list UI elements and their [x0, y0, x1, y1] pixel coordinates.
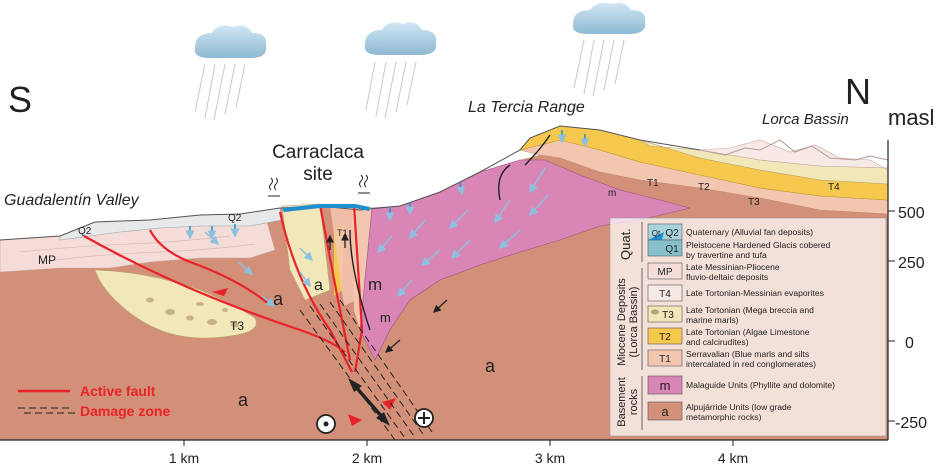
- bassin-label: Lorca Bassin: [762, 111, 849, 128]
- legend-code-t4: T4: [659, 289, 671, 300]
- fault-legend-damage: Damage zone: [80, 403, 170, 419]
- legend-desc-t2-a: Late Tortonian (Algae Limestone: [686, 327, 810, 337]
- south-label: S: [8, 79, 32, 120]
- distance-tick-1km: 1 km: [169, 450, 199, 465]
- distance-tick-4km: 4 km: [718, 450, 748, 465]
- legend-code-a: a: [661, 404, 669, 419]
- legend-code-q1: Q1: [665, 244, 679, 255]
- elevation-axis: masl 500 250 0 -250: [887, 105, 934, 440]
- thermal-spring-icon: [268, 177, 280, 197]
- legend-sub-qt: Qt: [652, 229, 661, 238]
- unit-label-mp: MP: [38, 253, 56, 267]
- legend-desc-t1-b: intercalated in red conglomerates): [686, 359, 816, 369]
- unit-label-m-mid: m: [380, 310, 391, 325]
- legend-group-basement-2: rocks: [628, 388, 640, 415]
- legend-desc-q1-a: Pleistocene Hardened Glacis cobered: [686, 240, 830, 250]
- unit-label-a-upper: a: [273, 289, 284, 309]
- unit-label-a-inner: a: [314, 277, 323, 294]
- fault-slip-arrow: [348, 378, 390, 426]
- legend-swatch-m: [647, 375, 683, 395]
- unit-label-t3: T3: [230, 319, 244, 333]
- legend-group-miocene-1: Miocene Deposits: [616, 278, 628, 366]
- legend-desc-m: Malaguide Units (Phyllite and dolomite): [686, 380, 835, 390]
- legend-code-m: m: [660, 378, 671, 393]
- fault-legend: Active fault Damage zone: [18, 383, 170, 419]
- legend-group-miocene-2: (Lorca Bassin): [628, 287, 640, 358]
- travertine-q1: [282, 204, 370, 212]
- legend-code-t2: T2: [659, 332, 671, 343]
- unit-label-t2: T2: [698, 182, 710, 193]
- legend-desc-t4: Late Tortonian-Messinian evaporites: [686, 288, 824, 298]
- unit-t4-north: [699, 139, 889, 171]
- legend-swatch-a: [647, 401, 683, 421]
- legend-desc-a-a: Alpujárride Units (low grade: [686, 402, 792, 412]
- range-label: La Tercia Range: [468, 99, 585, 116]
- legend-desc-t3-b: marine marls): [686, 315, 739, 325]
- unit-label-a-mid: a: [485, 356, 496, 376]
- elevation-unit: masl: [888, 105, 934, 130]
- legend-swatch-mp: [647, 262, 683, 280]
- legend-swatch-q1: [647, 239, 683, 257]
- rain-cloud-icon: [194, 25, 267, 121]
- legend-desc-q2: Quaternary (Alluvial fan deposits): [686, 227, 813, 237]
- elevation-tick-500: 500: [898, 205, 925, 222]
- unit-label-q2-left: Q2: [78, 226, 92, 237]
- legend-group-basement-1: Basement: [616, 377, 628, 427]
- elevation-tick-neg250: -250: [895, 415, 927, 432]
- unit-label-a-low: a: [238, 390, 249, 410]
- unit-label-m-top: m: [368, 275, 382, 294]
- distance-axis: 1 km 2 km 3 km 4 km: [0, 439, 888, 465]
- unit-label-t1: T1: [647, 178, 659, 189]
- elevation-tick-250: 250: [898, 255, 925, 272]
- legend-code-q2: Q2: [665, 228, 679, 239]
- legend-swatch-t4: [647, 284, 683, 302]
- distance-tick-3km: 3 km: [535, 450, 565, 465]
- into-page-icon: [414, 408, 434, 428]
- site-label-line1: Carraclaca: [272, 142, 364, 163]
- rain-cloud-icon: [364, 22, 437, 119]
- legend-swatch-t2: [647, 327, 683, 345]
- t4-surface: [699, 139, 889, 161]
- legend-desc-t1-a: Serravalian (Blue marls and silts: [686, 349, 809, 359]
- out-of-page-icon: [316, 414, 336, 434]
- groundwater-flow-arrows: [204, 167, 549, 307]
- unit-label-t3-north: T3: [748, 197, 760, 208]
- legend-desc-t3-a: Late Tortonian (Mega breccia and: [686, 305, 814, 315]
- rain-cloud-icon: [572, 2, 646, 97]
- unit-label-q2-mid: Q2: [228, 213, 242, 224]
- legend-desc-t2-b: and calcirudites): [686, 337, 749, 347]
- legend-desc-mp-a: Late Messinian-Pliocene: [686, 262, 780, 272]
- lithology-legend: Quat. Miocene Deposits (Lorca Bassin) Ba…: [609, 217, 887, 437]
- unit-label-t1-valley: T1: [337, 228, 348, 238]
- topographic-profile: [0, 125, 701, 241]
- unit-label-t4: T4: [828, 182, 840, 193]
- north-label: N: [845, 71, 871, 112]
- legend-code-t3: T3: [662, 310, 674, 321]
- valley-label: Guadalentín Valley: [4, 192, 140, 209]
- legend-swatch-t1: [647, 349, 683, 367]
- unit-t1-sliver: [330, 204, 356, 306]
- site-label-line2: site: [303, 164, 333, 185]
- unit-label-m-range: m: [608, 188, 616, 199]
- legend-desc-a-b: metamorphic rocks): [686, 412, 762, 422]
- fault-legend-active: Active fault: [80, 383, 156, 399]
- legend-code-t1: T1: [659, 354, 671, 365]
- distance-tick-2km: 2 km: [352, 450, 382, 465]
- legend-desc-mp-b: fluvio-deltaic deposits: [686, 272, 768, 282]
- legend-code-mp: MP: [658, 267, 673, 278]
- legend-group-quat: Quat.: [618, 228, 633, 260]
- elevation-tick-0: 0: [905, 335, 914, 352]
- thermal-spring-icon: [358, 174, 370, 194]
- legend-desc-q1-b: by travertine and tufa: [686, 250, 767, 260]
